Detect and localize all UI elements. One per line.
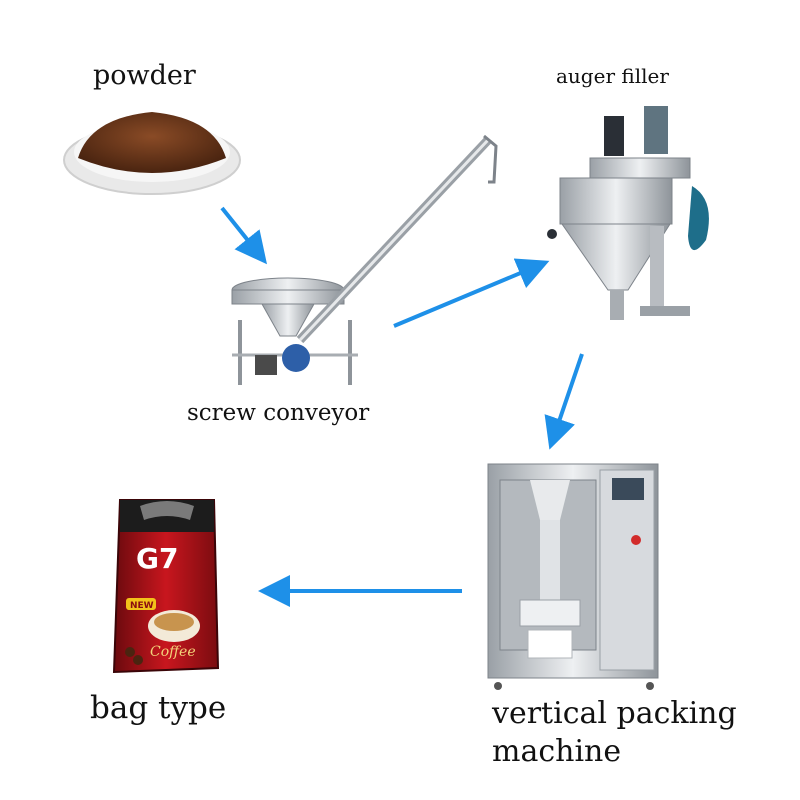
bag-brand-text: G7 <box>136 542 178 575</box>
powder-dish-image <box>63 112 241 195</box>
arrow-filler-to-packer <box>544 353 584 450</box>
bag-product-text: Coffee <box>150 644 196 660</box>
vertical-packing-machine-image <box>487 463 659 690</box>
screw-conveyor-label: screw conveyor <box>187 400 370 426</box>
auger-filler-label: auger filler <box>556 64 669 88</box>
arrow-conveyor-to-filler <box>393 258 550 328</box>
bag-badge-text: NEW <box>130 601 154 611</box>
arrow-powder-to-conveyor <box>220 206 267 265</box>
vertical-packing-machine-label: vertical packing machine <box>492 696 737 769</box>
bag-type-label: bag type <box>90 690 227 726</box>
auger-filler-image <box>547 106 709 320</box>
screw-conveyor-image <box>231 134 498 385</box>
coffee-bag-image: G7 NEW Coffee <box>112 499 220 674</box>
powder-label: powder <box>93 60 196 91</box>
